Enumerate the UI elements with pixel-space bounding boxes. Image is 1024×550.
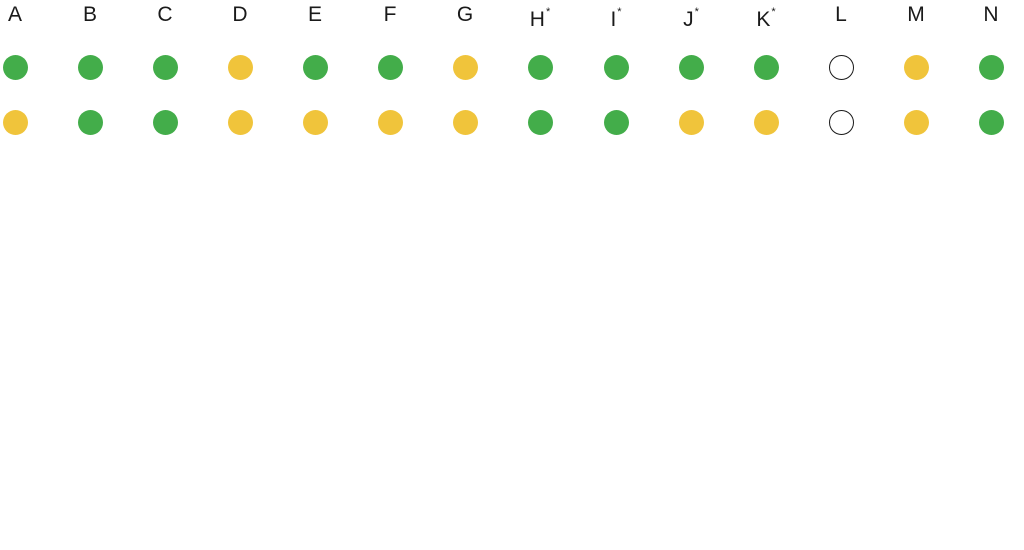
status-dot-green [527, 54, 553, 80]
status-dot-empty [828, 109, 854, 135]
status-dot-empty [828, 54, 854, 80]
column-header-i: I* [596, 2, 636, 33]
column-letter: D [232, 3, 248, 26]
status-dot-green [302, 54, 328, 80]
column-letter: E [307, 3, 322, 26]
column-header-m: M [896, 2, 936, 28]
column-header-g: G [445, 2, 485, 28]
column-letter: H [529, 8, 545, 31]
column-letter: G [456, 3, 474, 26]
status-dot-green [753, 54, 779, 80]
status-dot-yellow [227, 54, 253, 80]
asterisk-marker: * [771, 6, 776, 18]
column-letter: J [683, 8, 694, 31]
status-dot-green [77, 109, 103, 135]
column-header-a: A [0, 2, 35, 28]
status-dot-yellow [452, 54, 478, 80]
column-letter: C [157, 3, 173, 26]
status-dot-green [527, 109, 553, 135]
column-letter: N [983, 3, 999, 26]
asterisk-marker: * [617, 6, 622, 18]
status-dot-yellow [452, 109, 478, 135]
column-header-j: J* [671, 2, 711, 33]
column-header-d: D [220, 2, 260, 28]
column-header-h: H* [520, 2, 560, 33]
status-dot-yellow [2, 109, 28, 135]
status-dot-green [152, 54, 178, 80]
column-header-e: E [295, 2, 335, 28]
column-header-l: L [821, 2, 861, 28]
column-header-k: K* [746, 2, 786, 33]
column-letter: I [610, 8, 617, 31]
asterisk-marker: * [545, 6, 551, 18]
column-letter: L [835, 3, 847, 26]
status-dot-yellow [377, 109, 403, 135]
status-dot-green [978, 54, 1004, 80]
column-letter: A [7, 3, 22, 26]
status-dot-green [678, 54, 704, 80]
column-letter: K [756, 8, 771, 31]
status-dot-green [152, 109, 178, 135]
column-header-f: F [370, 2, 410, 28]
column-letter: M [907, 3, 925, 26]
column-header-b: B [70, 2, 110, 28]
status-dot-green [603, 54, 629, 80]
asterisk-marker: * [694, 6, 699, 18]
status-dot-yellow [227, 109, 253, 135]
status-dot-yellow [903, 54, 929, 80]
column-header-n: N [971, 2, 1011, 28]
status-dot-green [377, 54, 403, 80]
status-dot-green [603, 109, 629, 135]
status-dot-yellow [903, 109, 929, 135]
column-letter: B [82, 3, 97, 26]
status-dot-green [2, 54, 28, 80]
status-dot-yellow [753, 109, 779, 135]
column-letter: F [383, 3, 397, 26]
status-dot-green [978, 109, 1004, 135]
column-header-c: C [145, 2, 185, 28]
status-dot-yellow [302, 109, 328, 135]
status-dot-green [77, 54, 103, 80]
status-dot-yellow [678, 109, 704, 135]
